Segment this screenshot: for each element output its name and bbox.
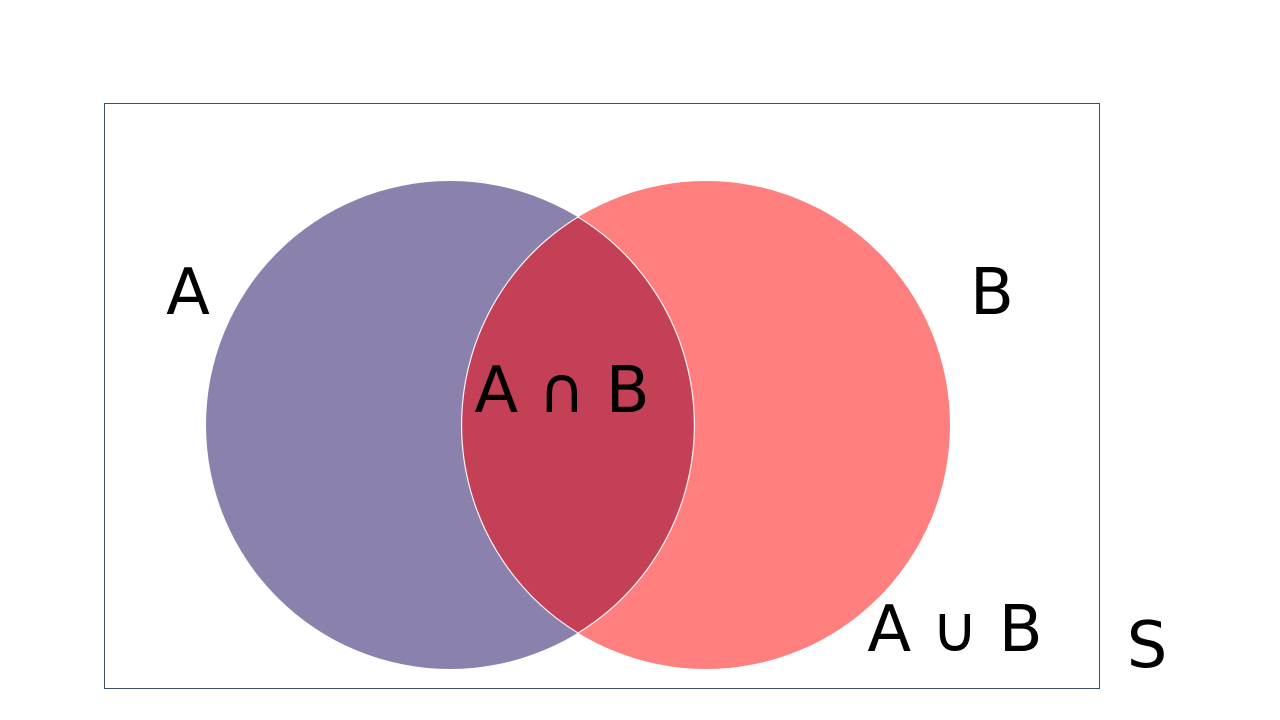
union-label: A ∪ B	[867, 593, 1042, 667]
universe-label: S	[1127, 609, 1168, 683]
intersection-outline	[577, 216, 695, 634]
intersection-outline-left	[461, 216, 579, 634]
set-a-label: A	[166, 256, 210, 330]
intersection-region	[462, 181, 694, 669]
intersection-label: A ∩ B	[474, 354, 649, 428]
universe-rectangle	[104, 103, 1100, 689]
set-b-label: B	[970, 256, 1014, 330]
